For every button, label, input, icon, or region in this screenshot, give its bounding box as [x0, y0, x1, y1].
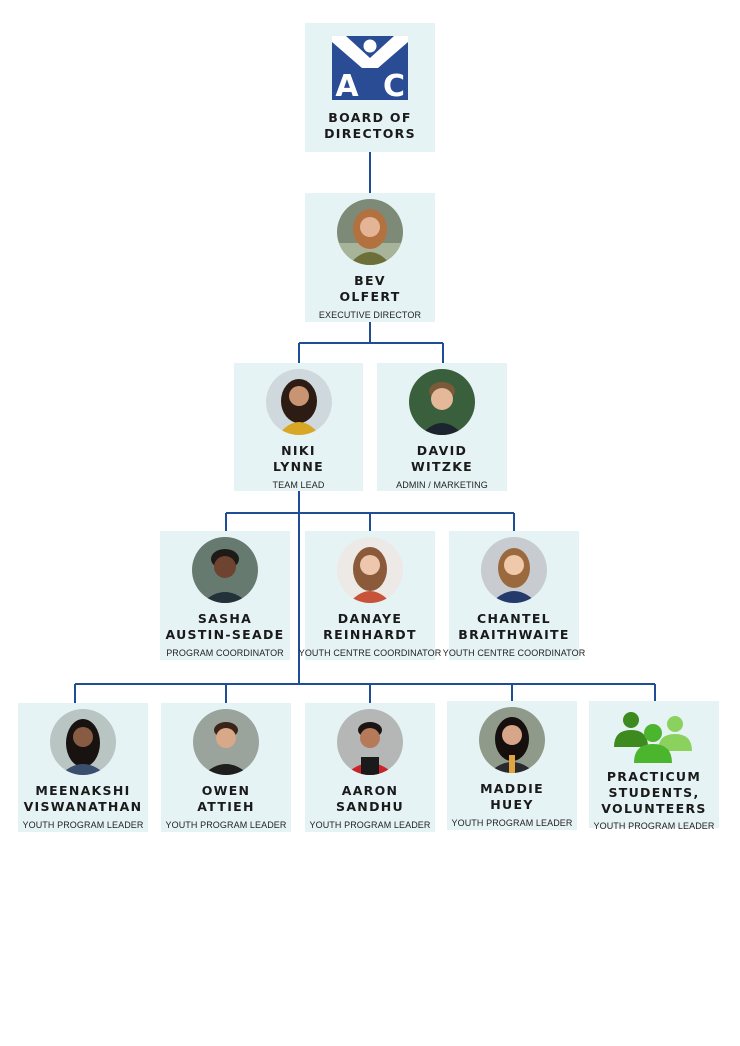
avatar-maddie-huey: [479, 707, 545, 773]
coordinator-role-sasha: PROGRAM COORDINATOR: [166, 648, 284, 658]
avatar-david-witzke: [409, 369, 475, 435]
lead-name-niki: NIKI LYNNE: [272, 443, 325, 474]
avatar-bev-olfert: [337, 199, 403, 265]
coordinator-card-sasha: SASHA AUSTIN-SEADE PROGRAM COORDINATOR: [160, 531, 290, 660]
executive-role: EXECUTIVE DIRECTOR: [318, 310, 422, 320]
avatar-sasha-austin-seade: [192, 537, 258, 603]
avatar-niki-lynne: [265, 369, 332, 435]
logo-letter-a: A: [335, 69, 359, 100]
ayc-logo: A Y C: [332, 36, 408, 100]
leader-name-aaron: AARON SANDHU: [336, 783, 404, 814]
lead-role-niki: TEAM LEAD: [272, 480, 325, 490]
coordinator-name-sasha: SASHA AUSTIN-SEADE: [165, 611, 285, 642]
coordinator-card-chantel: CHANTEL BRAITHWAITE YOUTH CENTRE COORDIN…: [443, 531, 585, 660]
leader-card-owen: OWEN ATTIEH YOUTH PROGRAM LEADER: [161, 703, 291, 832]
lead-card-david: DAVID WITZKE ADMIN / MARKETING: [377, 363, 507, 491]
leader-card-meenakshi: MEENAKSHI VISWANATHAN YOUTH PROGRAM LEAD…: [18, 703, 148, 832]
leader-role-practicum: YOUTH PROGRAM LEADER: [593, 821, 715, 831]
leader-role-meenakshi: YOUTH PROGRAM LEADER: [22, 820, 144, 830]
avatar-danaye-reinhardt: [337, 537, 403, 603]
leader-card-practicum: PRACTICUM STUDENTS, VOLUNTEERS YOUTH PRO…: [589, 701, 719, 831]
lead-card-niki: NIKI LYNNE TEAM LEAD: [234, 363, 363, 491]
avatar-chantel-braithwaite: [481, 537, 547, 603]
executive-name: BEV OLFERT: [339, 273, 401, 304]
leader-name-owen: OWEN ATTIEH: [197, 783, 255, 814]
leader-role-maddie: YOUTH PROGRAM LEADER: [451, 818, 573, 828]
coordinator-role-chantel: YOUTH CENTRE COORDINATOR: [442, 648, 586, 658]
board-title: BOARD OF DIRECTORS: [324, 110, 416, 141]
leader-name-maddie: MADDIE HUEY: [480, 781, 544, 812]
executive-card: BEV OLFERT EXECUTIVE DIRECTOR: [305, 193, 435, 322]
leader-card-aaron: AARON SANDHU YOUTH PROGRAM LEADER: [305, 703, 435, 832]
avatar-owen-attieh: [193, 709, 259, 775]
logo-letter-c: C: [383, 69, 405, 100]
coordinator-role-danaye: YOUTH CENTRE COORDINATOR: [298, 648, 442, 658]
logo-letter-y: Y: [358, 69, 382, 100]
coordinator-name-chantel: CHANTEL BRAITHWAITE: [458, 611, 570, 642]
leader-name-practicum: PRACTICUM STUDENTS, VOLUNTEERS: [601, 769, 707, 816]
leader-card-maddie: MADDIE HUEY YOUTH PROGRAM LEADER: [447, 701, 577, 830]
coordinator-name-danaye: DANAYE REINHARDT: [323, 611, 417, 642]
lead-name-david: DAVID WITZKE: [410, 443, 474, 474]
leader-name-meenakshi: MEENAKSHI VISWANATHAN: [23, 783, 143, 814]
leader-role-aaron: YOUTH PROGRAM LEADER: [309, 820, 431, 830]
coordinator-card-danaye: DANAYE REINHARDT YOUTH CENTRE COORDINATO…: [299, 531, 441, 660]
board-of-directors-card: A Y C BOARD OF DIRECTORS: [305, 23, 435, 152]
avatar-aaron-sandhu: [337, 709, 403, 775]
leader-role-owen: YOUTH PROGRAM LEADER: [165, 820, 287, 830]
avatar-meenakshi-viswanathan: [50, 709, 116, 775]
people-group-icon: [609, 709, 699, 765]
lead-role-david: ADMIN / MARKETING: [396, 480, 488, 490]
